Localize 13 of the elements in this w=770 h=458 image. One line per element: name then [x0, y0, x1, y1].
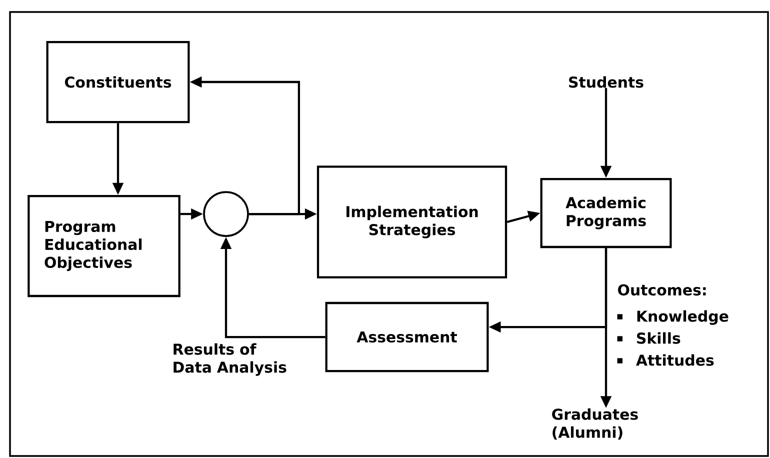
- list-item: Skills: [617, 332, 680, 344]
- flow-label: Students: [569, 76, 644, 88]
- list-item: Attitudes: [617, 354, 714, 366]
- list-item: Knowledge: [617, 310, 728, 325]
- process-box: Assessment: [325, 302, 489, 372]
- flow-label: Graduates (Alumni): [552, 408, 638, 440]
- process-box: Constituents: [46, 40, 190, 124]
- junction-circle: [203, 191, 249, 237]
- note-text: Results of Data Analysis: [174, 343, 286, 376]
- note-text: Outcomes:: [618, 284, 706, 296]
- process-box: Academic Programs: [540, 178, 672, 248]
- process-box: Program Educational Objectives: [28, 194, 180, 298]
- process-box: Implementation Strategies: [316, 166, 508, 278]
